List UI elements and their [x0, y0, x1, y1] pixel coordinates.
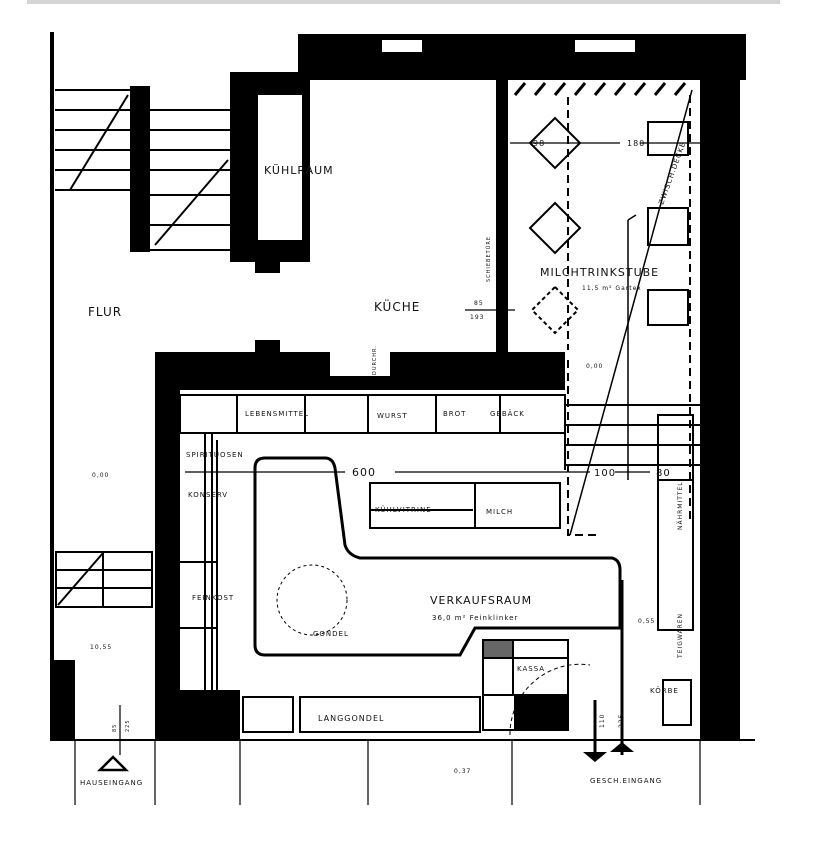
level-flur: 0,00	[92, 472, 109, 479]
shelf-gebaeck: GEBÄCK	[490, 409, 525, 418]
fixture-koerbe: KÖRBE	[650, 686, 679, 695]
shelf-lebensmittel: LEBENSMITTEL	[245, 410, 309, 418]
fixture-langgondel: LANGGONDEL	[318, 714, 384, 723]
level-right: 0,55	[638, 618, 655, 625]
fixture-milch: MILCH	[486, 508, 513, 516]
room-label-milchtrinkstube: MILCHTRINKSTUBE	[540, 266, 659, 279]
dimension-110: 110	[599, 714, 606, 728]
level-outside: 0,37	[454, 768, 471, 775]
dimension-193: 193	[470, 314, 484, 321]
shelf-spirituosen: SPIRITUOSEN	[186, 451, 244, 459]
entrance-markers	[96, 742, 634, 772]
shelf-wurst: WURST	[377, 412, 408, 420]
shelf-brot: BROT	[443, 410, 466, 418]
dimension-80: 80	[656, 468, 671, 479]
hatching	[513, 82, 687, 96]
top-scroll-band	[27, 0, 780, 4]
room-label-flur: FLUR	[88, 305, 122, 319]
walls	[50, 32, 746, 740]
verkaufsraum-area: 36,0 m² Feinklinker	[432, 614, 518, 622]
fixture-kassa: KASSA	[517, 665, 545, 673]
dimension-225-entrance: 225	[125, 719, 131, 732]
room-label-kuehlraum: KÜHLRAUM	[264, 164, 334, 177]
stairs	[55, 89, 700, 608]
furniture	[179, 89, 694, 736]
level-milchtrinkstube: 0,00	[586, 363, 603, 370]
fixture-kuehlvitrine: KÜHLVITRINE	[375, 505, 432, 514]
shelf-feinkost: FEINKOST	[192, 594, 234, 602]
label-geschaeftseingang: GESCH.EINGANG	[590, 777, 662, 785]
wall-openings	[258, 40, 700, 376]
level-stair: 10,55	[90, 644, 112, 651]
dimension-lines	[50, 142, 755, 805]
dimension-100: 100	[594, 468, 616, 479]
room-label-verkaufsraum: VERKAUFSRAUM	[430, 594, 532, 607]
dimension-225: 225	[618, 714, 625, 728]
dimension-85-entrance: 85	[112, 724, 118, 732]
label-schiebetuere: SCHIEBETÜRE	[485, 236, 492, 282]
shelf-konserv: KONSERV	[188, 491, 228, 499]
dimension-85: 85	[474, 300, 484, 307]
shelf-naehrmittel: NÄHRMITTEL	[677, 481, 684, 530]
milchtrinkstube-area: 11,5 m² Gartex	[582, 285, 642, 292]
dimension-180: 180	[627, 139, 645, 148]
room-label-kueche: KÜCHE	[374, 298, 420, 314]
label-durchreiche: DURCHR.	[372, 345, 378, 375]
shelf-teigwaren: TEIGWAREN	[677, 613, 684, 659]
dimension-600: 600	[352, 466, 376, 479]
dimension-98: 98	[533, 139, 545, 148]
label-hauseingang: HAUSEINGANG	[80, 779, 143, 787]
fixture-gondel: GONDEL	[313, 630, 349, 638]
